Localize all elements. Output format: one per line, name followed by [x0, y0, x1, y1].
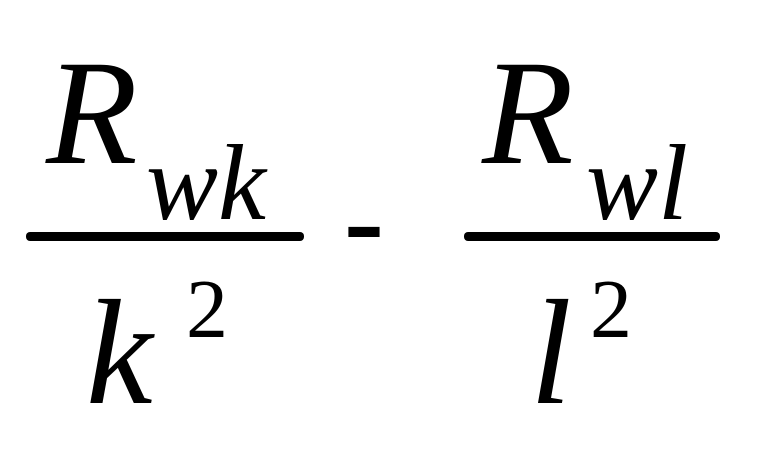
- left-denominator-base: k: [86, 270, 153, 436]
- left-denominator-exponent: 2: [186, 263, 228, 356]
- left-numerator-base: R: [46, 30, 138, 196]
- right-fraction-bar: [464, 232, 720, 241]
- minus-operator: -: [344, 153, 384, 286]
- right-numerator-subscript: wl: [586, 124, 689, 243]
- left-numerator-subscript: wk: [146, 124, 266, 243]
- right-denominator-exponent: 2: [590, 263, 632, 356]
- right-denominator-base: l: [530, 270, 572, 436]
- right-numerator-base: R: [482, 30, 574, 196]
- left-fraction-bar: [26, 232, 304, 241]
